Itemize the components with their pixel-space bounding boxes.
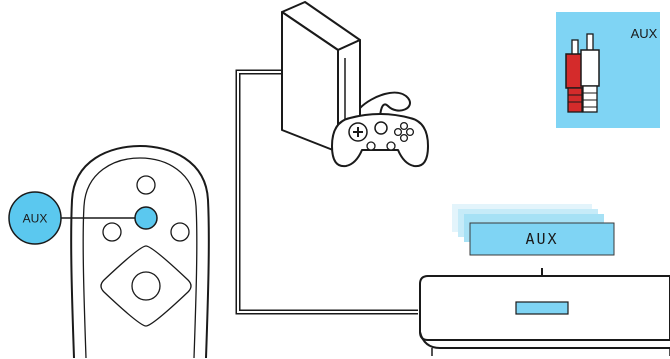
display-text: AUX [525,230,558,248]
remote-left-button[interactable] [103,223,121,241]
aux-badge-label: AUX [631,26,658,41]
aux-button-icon[interactable] [135,207,157,229]
remote-top-button[interactable] [137,176,155,194]
receiver-display [516,302,568,314]
receiver-icon [420,276,670,356]
remote-ok-button[interactable] [132,272,160,300]
display-panels: AUX [452,204,614,255]
remote-control [71,146,209,358]
aux-badge: AUX [556,12,660,128]
aux-callout-label: AUX [23,212,48,226]
remote-right-button[interactable] [171,223,189,241]
gamepad-icon [332,114,428,166]
